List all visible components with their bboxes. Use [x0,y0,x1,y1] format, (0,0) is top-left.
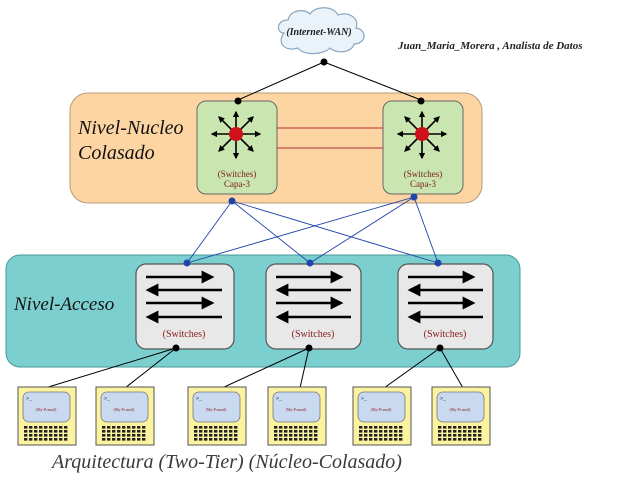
router-star-icon [396,110,448,160]
access-switch-label: (Switches) [292,329,335,340]
access-switch-1[interactable]: (Switches) [135,263,235,350]
router-star-icon [210,110,262,160]
svg-text:>_: >_ [361,396,368,402]
endpoint-group: >_(My-Pcmail)>_(My-Pcmail)>_(My-Pcmail)>… [17,386,491,446]
access-downlink-nodes [172,344,444,352]
endpoint-label: (My-Pcmail) [206,407,227,412]
workstation-icon[interactable]: >_(My-Pcmail) [267,386,327,446]
endpoint-label: (My-Pcmail) [371,407,392,412]
wan-link-node [320,58,328,66]
core-switch-label: (Switches) [218,169,257,179]
endpoint-label: (My-Pcmail) [450,407,471,412]
svg-text:>_: >_ [276,396,283,402]
workstation-icon[interactable]: >_(My-Pcmail) [431,386,491,446]
workstation-icon[interactable]: >_(My-Pcmail) [95,386,155,446]
endpoint-label: (My-Pcmail) [286,407,307,412]
author-credit: Juan_Maria_Morera , Analista de Datos [398,40,583,52]
access-switch-3[interactable]: (Switches) [397,263,494,350]
cloud-label: (Internet-WAN) [286,27,351,38]
internet-cloud-icon [277,7,365,55]
wan-links [237,61,422,101]
diagram-caption: Arquitectura (Two-Tier) (Núcleo-Colasado… [52,451,402,473]
svg-text:>_: >_ [196,396,203,402]
endpoint-label: (My-Pcmail) [36,407,57,412]
workstation-icon[interactable]: >_(My-Pcmail) [352,386,412,446]
switch-arrows-icon [407,270,483,324]
access-uplink-nodes [183,259,442,267]
core-tier-label-line2: Colasado [78,142,155,164]
core-switch-sublabel: Capa-3 [224,179,250,189]
access-switch-label: (Switches) [424,329,467,340]
core-switch-sublabel: Capa-3 [410,179,436,189]
core-access-links [186,196,439,264]
switch-arrows-icon [145,270,222,324]
core-link-nodes [234,97,425,105]
core-tier-label: Nivel-Nucleo Colasado [78,116,184,166]
access-switch-label: (Switches) [163,329,206,340]
access-endpoint-links [44,347,464,389]
core-switch-label: (Switches) [404,169,443,179]
access-tier-label: Nivel-Acceso [14,294,115,315]
endpoint-label: (My-Pcmail) [114,407,135,412]
access-tier-band [5,254,521,368]
core-uplink-nodes [228,193,418,205]
svg-text:>_: >_ [440,396,447,402]
switch-arrows-icon [275,270,351,324]
workstation-icon[interactable]: >_(My-Pcmail) [17,386,77,446]
workstation-icon[interactable]: >_(My-Pcmail) [187,386,247,446]
core-interlinks [276,127,384,149]
svg-text:>_: >_ [26,396,33,402]
core-tier-label-line1: Nivel-Nucleo [78,117,184,139]
svg-text:>_: >_ [104,396,111,402]
core-switch-left[interactable]: (Switches) Capa-3 [196,100,278,195]
core-switch-right[interactable]: (Switches) Capa-3 [382,100,464,195]
access-switch-2[interactable]: (Switches) [265,263,362,350]
